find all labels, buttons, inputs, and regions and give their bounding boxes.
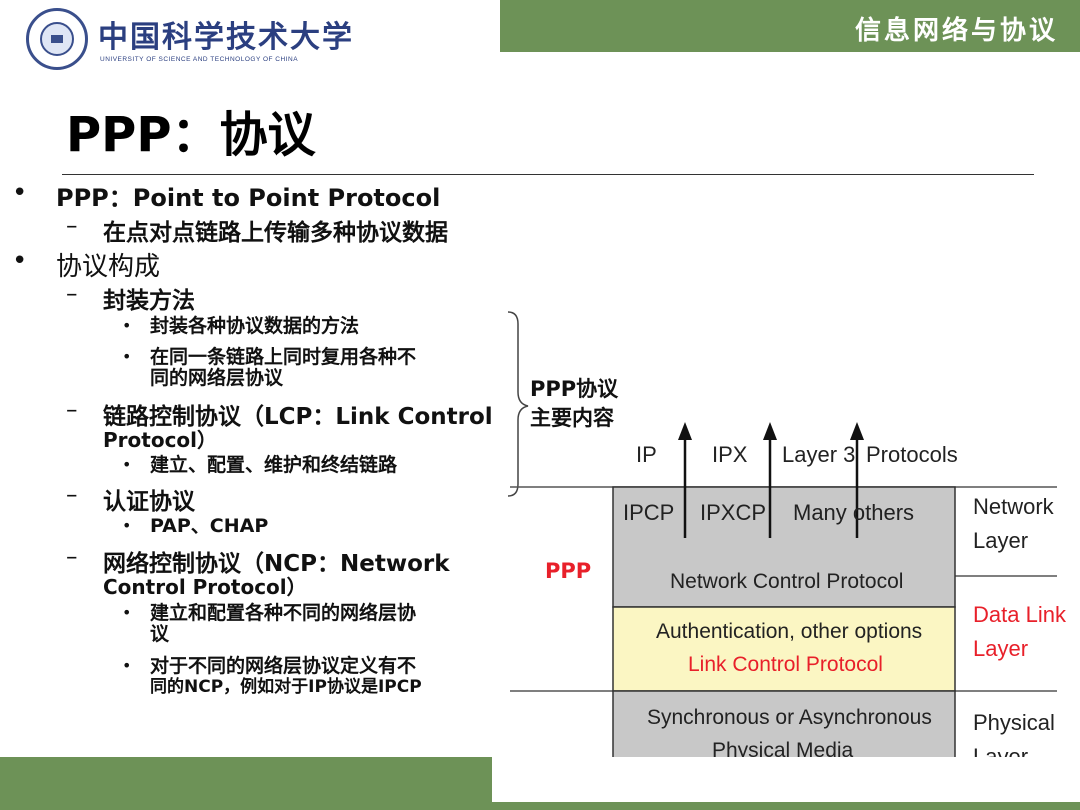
footer-white-area [492,757,1080,802]
sub-authentication: 认证协议 [103,489,195,515]
item-multiplex-line1: 在同一条链路上同时复用各种不 [150,346,417,368]
diagram-label-layer3: Layer 3 [782,442,856,467]
sub-lcp-line2: Protocol） [103,428,218,452]
bullet-dot: • [12,178,28,208]
diagram-ppp-label: PPP [545,559,592,583]
bullet-small: • [122,316,132,335]
dash: – [66,213,78,239]
diagram-physical-line1: Synchronous or Asynchronous [647,706,932,729]
bullet-small: • [122,455,132,474]
course-title: 信息网络与协议 [854,16,1058,46]
bullet-ppp-definition: PPP：Point to Point Protocol [56,184,441,212]
diagram-label-ipx: IPX [712,442,748,467]
dash: – [66,544,78,570]
bullet-small: • [122,516,132,535]
item-ncp-config-line2: 议 [150,623,170,645]
diagram-many-others: Many others [793,500,915,525]
diagram-lcp: Link Control Protocol [688,653,883,676]
layer-network-line2: Layer [973,528,1029,553]
layer-physical-line1: Physical [973,710,1055,735]
sub-ncp-line1: 网络控制协议（NCP：Network [103,551,450,577]
sub-lcp-line1: 链路控制协议（LCP：Link Control [103,404,493,430]
item-lcp-functions: 建立、配置、维护和终结链路 [150,454,398,476]
brace-label-line1: PPP协议 [530,377,619,401]
sub-ncp-line2: Control Protocol） [103,575,307,599]
university-name-cn: 中国科学技术大学 [98,20,354,55]
layer-network-line1: Network [973,494,1054,519]
bullet-dot: • [12,246,28,276]
diagram-ncp: Network Control Protocol [670,570,904,593]
layer-datalink-line1: Data Link [973,602,1066,627]
layer-datalink-line2: Layer [973,636,1029,661]
item-pap-chap: PAP、CHAP [150,515,269,537]
bullet-small: • [122,603,132,622]
university-seal-icon [26,8,88,70]
sub-ppp-purpose: 在点对点链路上传输多种协议数据 [103,220,448,246]
diagram-ipxcp: IPXCP [700,500,767,525]
slide-title: PPP：协议 [66,107,316,163]
bullet-small: • [122,347,132,366]
diagram-physical-line2: Physical Media [712,739,854,762]
bullet-protocol-components: 协议构成 [56,252,161,282]
item-multiplex-line2: 同的网络层协议 [150,367,284,389]
dash: – [66,397,78,423]
title-divider [62,174,1034,175]
diagram-label-ip: IP [636,442,657,467]
curly-brace-icon [507,311,529,497]
sub-encapsulation: 封装方法 [103,288,195,314]
item-ncp-per-protocol-line1: 对于不同的网络层协议定义有不 [150,655,417,677]
diagram-auth-options: Authentication, other options [656,620,923,643]
university-name-en: UNIVERSITY OF SCIENCE AND TECHNOLOGY OF … [100,56,299,63]
dash: – [66,281,78,307]
dash: – [66,482,78,508]
diagram-label-protocols: Protocols [866,442,958,467]
brace-label-line2: 主要内容 [530,406,614,430]
item-encap-method: 封装各种协议数据的方法 [150,315,360,337]
item-ncp-per-protocol-line2: 同的NCP，例如对于IP协议是IPCP [150,677,422,697]
bullet-small: • [122,656,132,675]
diagram-ipcp: IPCP [623,500,675,525]
item-ncp-config-line1: 建立和配置各种不同的网络层协 [150,602,417,624]
